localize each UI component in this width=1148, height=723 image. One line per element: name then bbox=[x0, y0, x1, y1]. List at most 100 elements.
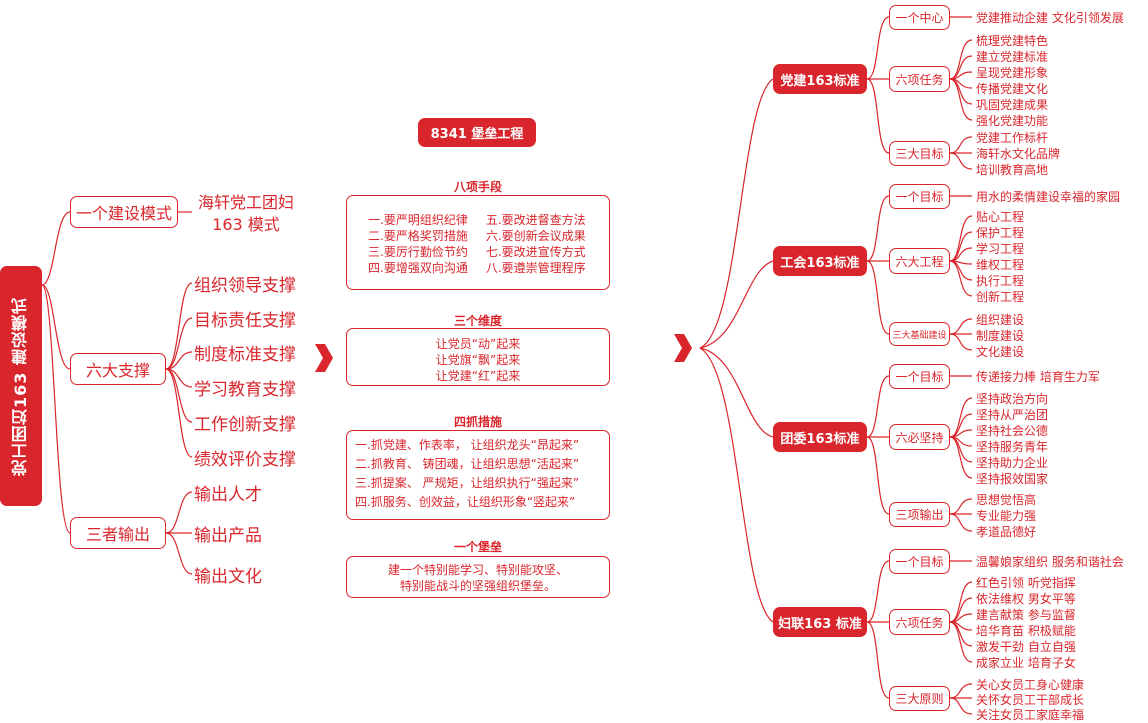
group-label: 一个目标 bbox=[895, 370, 944, 384]
group-label: 一个目标 bbox=[895, 555, 944, 569]
party-item: 党建工作标杆 bbox=[976, 131, 1049, 145]
union-group-1: 一个目标 bbox=[889, 184, 950, 209]
measure-item: 一.抓党建、作表率， 让组织龙头“昂起来” bbox=[355, 438, 580, 452]
party-item: 呈现党建形象 bbox=[976, 66, 1049, 80]
union-item: 创新工程 bbox=[976, 290, 1025, 304]
leaf-output-1: 输出人才 bbox=[194, 485, 262, 505]
women-item: 激发干劲 自立自强 bbox=[976, 640, 1076, 654]
leaf-support-6: 绩效评价支撑 bbox=[194, 450, 296, 470]
branch-six-supports: 六大支撑 bbox=[70, 353, 166, 385]
branch-construction-mode: 一个建设模式 bbox=[70, 196, 178, 228]
leaf-support-2: 目标责任支撑 bbox=[194, 311, 296, 331]
party-item: 党建推动企建 文化引领发展 bbox=[976, 11, 1124, 25]
eight-measures-col-left: 一.要严明组织纪律 二.要严格奖罚措施 三.要厉行勤俭节约 四.要增强双向沟通 bbox=[368, 212, 468, 289]
party-group-1: 一个中心 bbox=[889, 5, 950, 30]
root-title: 党工团妇163 建设模式 bbox=[11, 296, 30, 476]
party-item: 培训教育高地 bbox=[976, 163, 1049, 177]
group-label: 六大工程 bbox=[895, 254, 944, 269]
league-group-2: 六必坚持 bbox=[889, 424, 950, 450]
women-group-3: 三大原则 bbox=[889, 686, 950, 711]
leaf-support-5: 工作创新支撑 bbox=[194, 415, 296, 435]
league-item: 坚持政治方向 bbox=[976, 392, 1049, 406]
party-item: 海轩水文化品牌 bbox=[976, 147, 1061, 161]
measure-item: 六.要创新会议成果 bbox=[485, 229, 586, 243]
party-group-3: 三大目标 bbox=[889, 141, 950, 166]
group-label: 三大基础建设 bbox=[892, 330, 947, 341]
party-item: 梳理党建特色 bbox=[976, 34, 1049, 48]
women-group-2: 六项任务 bbox=[889, 609, 950, 635]
three-dimensions-box: 让党员“动”起来 让党旗“飘”起来 让党建“红”起来 bbox=[346, 328, 610, 386]
group-label: 三项输出 bbox=[895, 508, 944, 522]
measure-item: 七.要改进宣传方式 bbox=[485, 245, 586, 259]
women-item: 关怀女员工干部成长 bbox=[976, 693, 1085, 707]
union-item: 组织建设 bbox=[976, 313, 1025, 327]
fortress-line: 建一个特别能学习、特别能攻坚、 bbox=[387, 563, 568, 577]
four-measures-heading: 四抓措施 bbox=[453, 415, 502, 429]
party-standard-label: 党建163标准 bbox=[780, 73, 860, 89]
union-item: 制度建设 bbox=[976, 329, 1025, 343]
dimension-item: 让党员“动”起来 bbox=[435, 337, 521, 351]
union-standard-label: 工会163标准 bbox=[780, 255, 860, 271]
leaf-support-1: 组织领导支撑 bbox=[194, 276, 296, 296]
union-item: 执行工程 bbox=[976, 274, 1025, 288]
leaf-output-2: 输出产品 bbox=[194, 526, 262, 546]
eight-measures-heading: 八项手段 bbox=[453, 180, 502, 194]
fortress-project-title: 8341 堡垒工程 bbox=[418, 118, 536, 147]
group-label: 一个目标 bbox=[895, 190, 944, 204]
women-item: 建言献策 参与监督 bbox=[976, 608, 1076, 622]
branch-three-outputs: 三者输出 bbox=[70, 517, 166, 549]
measure-item: 四.抓服务、创效益，让组织形象“竖起来” bbox=[355, 495, 576, 509]
party-item: 建立党建标准 bbox=[976, 50, 1049, 64]
measure-item: 四.要增强双向沟通 bbox=[368, 261, 468, 275]
league-standard-node: 团委163标准 bbox=[773, 422, 867, 452]
union-item: 用水的柔情建设幸福的家园 bbox=[976, 190, 1121, 204]
league-item: 坚持从严治团 bbox=[976, 408, 1049, 422]
union-item: 保护工程 bbox=[976, 226, 1025, 240]
measure-item: 二.要严格奖罚措施 bbox=[368, 229, 468, 243]
league-item: 孝道品德好 bbox=[976, 525, 1037, 539]
women-item: 红色引领 听党指挥 bbox=[976, 576, 1076, 590]
fortress-project-title-text: 8341 堡垒工程 bbox=[430, 127, 524, 142]
branch-label: 一个建设模式 bbox=[75, 204, 172, 223]
union-standard-node: 工会163标准 bbox=[773, 246, 867, 276]
union-group-3: 三大基础建设 bbox=[889, 322, 950, 346]
group-label: 一个中心 bbox=[895, 11, 944, 25]
women-item: 温馨娘家组织 服务和谐社会 bbox=[976, 555, 1124, 569]
women-item: 成家立业 培育子女 bbox=[976, 656, 1076, 670]
women-standard-label: 妇联163 标准 bbox=[778, 616, 862, 632]
branch-label: 六大支撑 bbox=[85, 361, 150, 380]
league-item: 思想觉悟高 bbox=[976, 493, 1037, 507]
women-item: 依法维权 男女平等 bbox=[976, 592, 1076, 606]
union-item: 贴心工程 bbox=[976, 210, 1025, 224]
leaf-model-line2: 163 模式 bbox=[212, 215, 280, 234]
one-fortress-box: 建一个特别能学习、特别能攻坚、 特别能战斗的坚强组织堡垒。 bbox=[346, 556, 610, 598]
group-label: 六必坚持 bbox=[895, 430, 944, 445]
group-label: 三大目标 bbox=[895, 147, 944, 161]
group-label: 六项任务 bbox=[895, 72, 944, 87]
chevron-right-icon bbox=[315, 344, 333, 372]
union-group-2: 六大工程 bbox=[889, 248, 950, 274]
league-group-1: 一个目标 bbox=[889, 364, 950, 389]
league-item: 坚持服务青年 bbox=[976, 440, 1049, 454]
league-item: 坚持助力企业 bbox=[976, 456, 1049, 470]
leaf-support-4: 学习教育支撑 bbox=[194, 380, 296, 400]
party-group-2: 六项任务 bbox=[889, 66, 950, 92]
league-item: 坚持社会公德 bbox=[976, 424, 1049, 438]
measure-item: 八.要遵崇管理程序 bbox=[485, 261, 586, 275]
women-item: 关注女员工家庭幸福 bbox=[976, 708, 1085, 722]
party-standard-node: 党建163标准 bbox=[773, 64, 867, 94]
measure-item: 三.要厉行勤俭节约 bbox=[368, 245, 468, 259]
leaf-model-line1: 海轩党工团妇 bbox=[197, 193, 294, 212]
three-dimensions-heading: 三个维度 bbox=[453, 314, 502, 328]
dimension-item: 让党建“红”起来 bbox=[435, 369, 521, 383]
chevron-right-icon bbox=[674, 334, 692, 362]
league-item: 专业能力强 bbox=[976, 509, 1037, 523]
women-group-1: 一个目标 bbox=[889, 549, 950, 574]
union-item: 维权工程 bbox=[976, 258, 1025, 272]
branch-label: 三者输出 bbox=[85, 525, 150, 544]
league-group-3: 三项输出 bbox=[889, 502, 950, 527]
party-item: 强化党建功能 bbox=[976, 114, 1049, 128]
four-measures-box: 一.抓党建、作表率， 让组织龙头“昂起来” 二.抓教育、 铸团魂，让组织思想“活… bbox=[346, 430, 610, 520]
league-standard-label: 团委163标准 bbox=[780, 431, 860, 447]
